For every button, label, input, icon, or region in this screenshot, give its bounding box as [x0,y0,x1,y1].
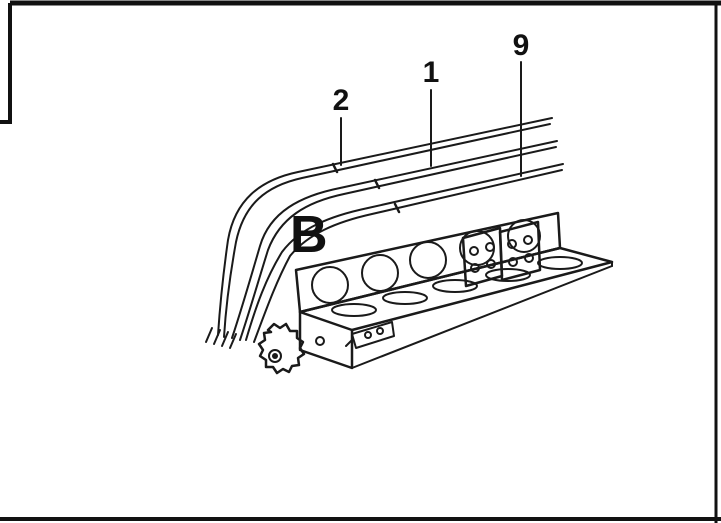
rod-2 [217,117,553,336]
heating-rods [205,117,564,349]
section-letter: B [290,206,328,264]
rod-9-collar [393,202,401,214]
mounting-bracket [294,211,614,370]
rod-1 [231,140,558,339]
rod-2-collar [331,162,339,174]
rod-9 [245,163,564,341]
callout-9: 9 [513,29,530,62]
callout-2: 2 [333,84,350,117]
toothed-disc [257,322,306,375]
callout-1: 1 [423,56,440,89]
rod-1-collar [373,178,381,190]
leader-lines [340,61,522,177]
terminal-clip [345,321,395,349]
